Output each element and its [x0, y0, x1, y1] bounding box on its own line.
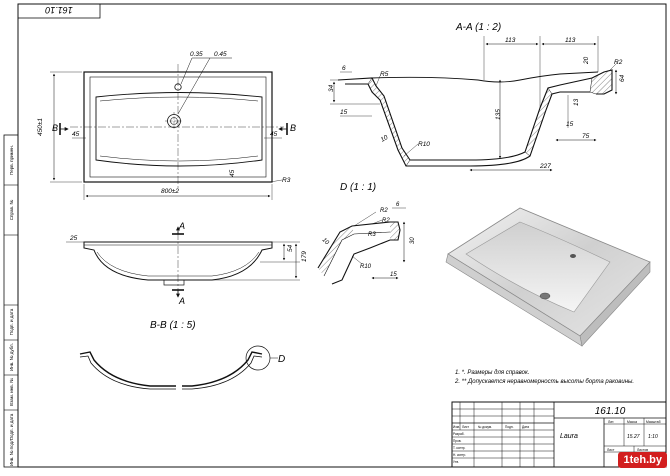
dim-d-10: 10	[321, 237, 330, 246]
dim-d-r2-a: R2	[380, 208, 388, 214]
dim-width: 800±2	[161, 188, 179, 195]
section-bb-title: B-B (1 : 5)	[150, 320, 196, 331]
title-block: 161.10 Laura Изм. Лист № докум. Подп. Да…	[451, 401, 667, 468]
top-view: 0.35 0.45 B B 450±1 800±2 45 45 45 R3	[37, 51, 296, 200]
dim-aa-75: 75	[582, 133, 590, 140]
dim-aa-r10: R10	[418, 141, 430, 148]
dim-hole-1: 0.35	[190, 51, 203, 58]
dim-25: 25	[69, 235, 78, 242]
tb-lit-label: Лит.	[608, 420, 614, 424]
note-1: 1. *. Размеры для справок.	[455, 370, 530, 376]
tb-header-date: Дата	[522, 425, 529, 429]
dim-aa-64: 64	[619, 74, 626, 82]
stamp-sign-date-1: Подп. и дата	[9, 308, 14, 335]
dim-aa-113-b: 113	[565, 37, 576, 44]
tb-header-doc: № докум.	[478, 425, 492, 429]
tb-sheet-label: Лист	[607, 448, 615, 452]
title-code: 161.10	[595, 406, 626, 417]
tb-sheets-label: Листов	[637, 448, 648, 452]
dim-aa-15-b: 15	[566, 121, 574, 128]
stamp-replace-inv: Взам. инв. №	[9, 378, 14, 406]
tb-mass-value: 15.27	[627, 434, 640, 440]
watermark-badge: 1teh.by	[618, 452, 667, 468]
tb-row-developer: Разраб.	[453, 432, 465, 436]
top-view-bowl	[95, 92, 263, 167]
side-stamp-column: Перв. примен. Справ. № Подп. и дата Инв.…	[3, 134, 19, 468]
dim-aa-34: 34	[328, 84, 335, 92]
dim-aa-20: 20	[583, 56, 590, 65]
detail-d-title: D (1 : 1)	[340, 182, 376, 193]
dim-aa-10: 10	[380, 134, 390, 144]
dim-d-r3: R3	[368, 232, 376, 238]
basin-3d-render	[445, 207, 651, 347]
dim-aa-15-a: 15	[340, 109, 348, 116]
section-aa-view: A-A (1 : 2) 113 113 6 R5 34 15 10 R10 13…	[328, 22, 626, 172]
mirrored-code: 161.10	[45, 5, 73, 15]
dim-179: 179	[301, 251, 308, 262]
dim-45-right: 45	[270, 131, 278, 138]
dim-r3-top: R3	[282, 177, 291, 184]
dim-54: 54	[287, 244, 294, 252]
section-bb-view: B-B (1 : 5) D	[79, 320, 285, 390]
section-a-top-label: A	[178, 221, 185, 231]
section-a-bottom-label: A	[178, 296, 185, 306]
stamp-sign-date-2: Подп. и дата	[9, 413, 14, 440]
dim-aa-13: 13	[573, 98, 580, 106]
section-b-right-label: B	[290, 123, 296, 133]
stamp-ref-no: Справ. №	[9, 200, 14, 221]
dim-aa-r2: R2	[614, 59, 623, 66]
dim-height: 450±1	[37, 118, 44, 136]
tb-scale-label: Масштаб	[646, 420, 661, 424]
dim-aa-6: 6	[342, 65, 346, 72]
dim-aa-113-a: 113	[505, 37, 516, 44]
dim-aa-227: 227	[539, 163, 551, 170]
tb-row-norm-control: Н. контр.	[453, 453, 466, 457]
dim-45-left: 45	[72, 131, 80, 138]
stamp-orig-inv: Инв. № подл.	[9, 438, 14, 466]
dim-aa-135: 135	[495, 109, 502, 120]
detail-d-view: D (1 : 1) R2 6 R2 10 R3 R10 30 15	[317, 182, 416, 285]
dim-45-bottom: 45	[229, 169, 236, 177]
tb-header-sign: Подп.	[505, 425, 514, 429]
stamp-first-use: Перв. примен.	[9, 145, 14, 175]
section-aa-title: A-A (1 : 2)	[455, 22, 501, 33]
tb-mass-label: Масса	[627, 420, 637, 424]
dim-hole-2: 0.45	[214, 51, 227, 58]
dim-d-6: 6	[396, 202, 400, 208]
dim-d-30: 30	[410, 237, 416, 244]
tb-scale-value: 1:10	[648, 434, 658, 440]
detail-d-label: D	[278, 354, 285, 365]
dim-d-15: 15	[390, 272, 397, 278]
section-b-left-label: B	[52, 123, 58, 133]
tb-row-tech-control: Т. контр.	[453, 446, 466, 450]
tb-header-list: Лист	[462, 425, 469, 429]
dim-d-r10: R10	[360, 264, 372, 270]
tb-row-checker: Пров.	[453, 439, 462, 443]
side-view: A A 25 54 179	[66, 221, 308, 306]
title-model: Laura	[560, 433, 578, 440]
stamp-dup-inv: Инв. № дубл.	[9, 343, 14, 371]
dim-d-r2-b: R2	[382, 218, 390, 224]
tb-row-approved: Утв.	[453, 460, 459, 464]
tb-header-izm: Изм.	[453, 425, 460, 429]
note-2: 2. ** Допускается неравномерность высоты…	[454, 379, 634, 385]
mirrored-code-stamp: 161.10	[17, 3, 101, 19]
dim-aa-r5: R5	[380, 71, 389, 78]
